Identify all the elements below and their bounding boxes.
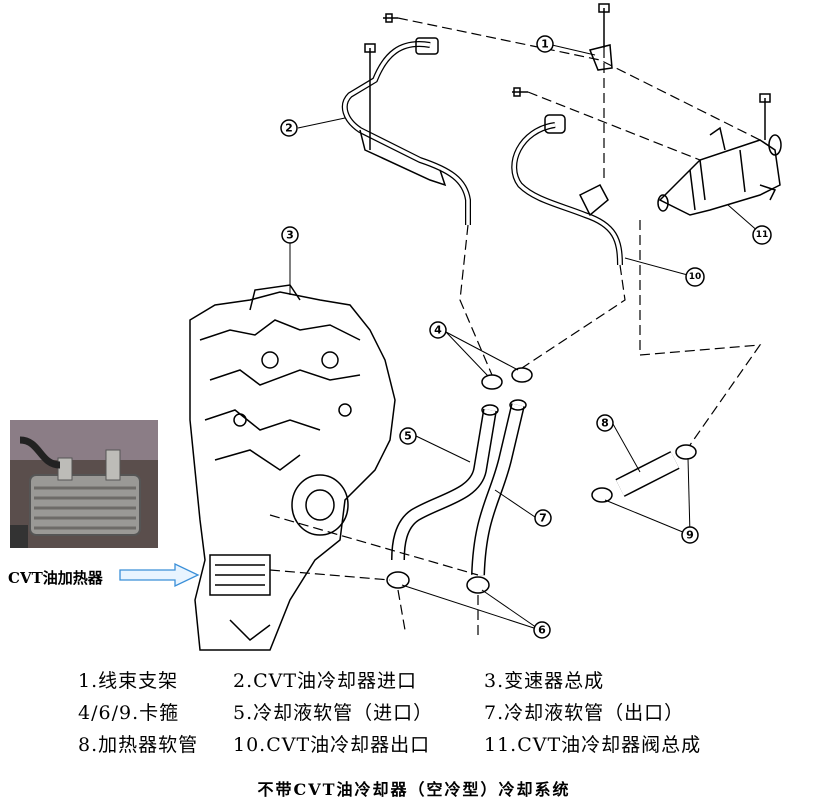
parts-legend: 1.线束支架 2.CVT油冷却器进口 3.变速器总成 4/6/9.卡箍 5.冷却… bbox=[0, 660, 828, 770]
callout-4-label: 4 bbox=[434, 324, 442, 337]
legend-item: 2.CVT油冷却器进口 bbox=[233, 670, 418, 692]
heater-photo-illustration bbox=[10, 420, 158, 548]
callout-6 bbox=[533, 621, 551, 639]
callout-8 bbox=[596, 414, 614, 432]
legend-item: 3.变速器总成 bbox=[484, 670, 605, 692]
callout-1-label: 1 bbox=[541, 38, 549, 51]
clamp bbox=[511, 367, 533, 383]
heater-arrow bbox=[119, 562, 200, 588]
callout-2-label: 2 bbox=[285, 122, 293, 135]
cvt-oil-heater-label: CVT油加热器 bbox=[8, 569, 103, 587]
oil-cooler-inlet-pipe bbox=[341, 41, 471, 225]
diagram-caption: 不带CVT油冷却器（空冷型）冷却系统 bbox=[257, 780, 571, 799]
callout-5 bbox=[399, 427, 417, 445]
clamp bbox=[675, 444, 697, 460]
clamp bbox=[481, 374, 503, 390]
legend-item: 11.CVT油冷却器阀总成 bbox=[484, 734, 702, 756]
callout-11-label: 11 bbox=[756, 230, 769, 240]
clamp bbox=[386, 571, 410, 589]
callout-7 bbox=[534, 509, 552, 527]
legend-item: 10.CVT油冷却器出口 bbox=[233, 734, 431, 756]
legend-item: 8.加热器软管 bbox=[78, 734, 199, 756]
callout-10-label: 10 bbox=[689, 272, 702, 282]
transmission-assembly bbox=[189, 291, 396, 651]
callout-5-label: 5 bbox=[404, 430, 412, 443]
clamp bbox=[466, 576, 490, 594]
callout-2 bbox=[280, 119, 298, 137]
legend-item: 1.线束支架 bbox=[78, 670, 179, 692]
callout-10 bbox=[685, 267, 705, 287]
callout-8-label: 8 bbox=[601, 417, 609, 430]
callout-11 bbox=[752, 225, 772, 245]
callout-6-label: 6 bbox=[538, 624, 546, 637]
callout-1 bbox=[536, 35, 554, 53]
callout-7-label: 7 bbox=[539, 512, 547, 525]
legend-item: 5.冷却液软管（进口） bbox=[233, 702, 434, 724]
callout-4 bbox=[429, 321, 447, 339]
cvt-oil-heater-photo bbox=[10, 420, 158, 548]
harness-bracket bbox=[588, 44, 613, 71]
cvt-oil-heater-part bbox=[209, 554, 271, 596]
callout-3-label: 3 bbox=[286, 229, 294, 242]
legend-item: 7.冷却液软管（出口） bbox=[484, 702, 685, 724]
callout-9-label: 9 bbox=[686, 529, 694, 542]
callout-3 bbox=[281, 226, 299, 244]
oil-cooler-valve-assembly bbox=[658, 139, 781, 216]
legend-item: 4/6/9.卡箍 bbox=[78, 702, 180, 724]
cooling-system-diagram: 1 2 3 4 5 6 7 8 9 10 11 bbox=[119, 3, 782, 651]
callout-9 bbox=[681, 526, 699, 544]
clamp bbox=[591, 487, 613, 503]
